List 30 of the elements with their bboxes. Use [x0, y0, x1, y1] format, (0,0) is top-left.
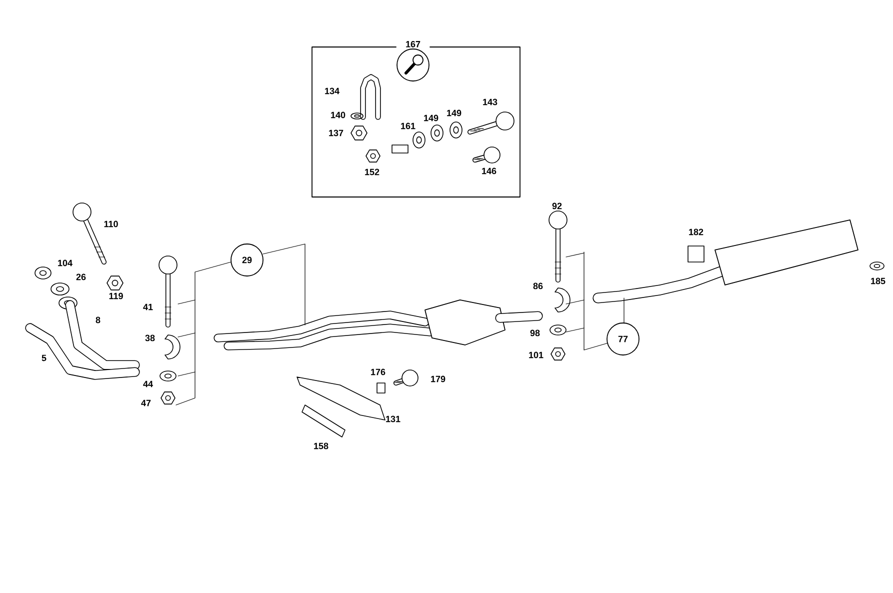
node-label: 167 — [406, 40, 420, 48]
callout-number: 5 — [42, 354, 46, 362]
callout-number: 131 — [386, 416, 400, 422]
callout-number: 119 — [109, 292, 123, 300]
callout-number: 149 — [447, 110, 462, 116]
callout-number: 185 — [871, 278, 886, 284]
callout-number: 110 — [104, 220, 118, 228]
callout-number: 104 — [58, 260, 72, 266]
callout-number: 182 — [689, 228, 704, 236]
callout-number: 152 — [365, 168, 380, 176]
callout-number: 143 — [483, 98, 498, 106]
callout-number: 137 — [329, 130, 344, 136]
callout-number: 176 — [371, 368, 386, 376]
callout-number: 134 — [325, 88, 340, 94]
callout-number: 101 — [529, 352, 544, 358]
callout-number: 140 — [331, 112, 346, 118]
callout-number: 8 — [96, 316, 100, 324]
callout-number: 86 — [533, 282, 543, 290]
callout-number: 41 — [143, 304, 153, 310]
callout-number: 38 — [145, 334, 155, 342]
callout-number: 26 — [76, 274, 86, 280]
callout-number: 179 — [431, 376, 446, 382]
callout-number: 92 — [552, 202, 562, 210]
callout-number: 98 — [530, 330, 540, 336]
callout-number: 44 — [143, 380, 153, 388]
callout-number: 149 — [424, 114, 438, 122]
callout-number: 47 — [141, 400, 151, 406]
callout-number: 161 — [401, 122, 416, 130]
callout-number: 146 — [482, 168, 496, 174]
callout-number: 158 — [314, 442, 328, 450]
